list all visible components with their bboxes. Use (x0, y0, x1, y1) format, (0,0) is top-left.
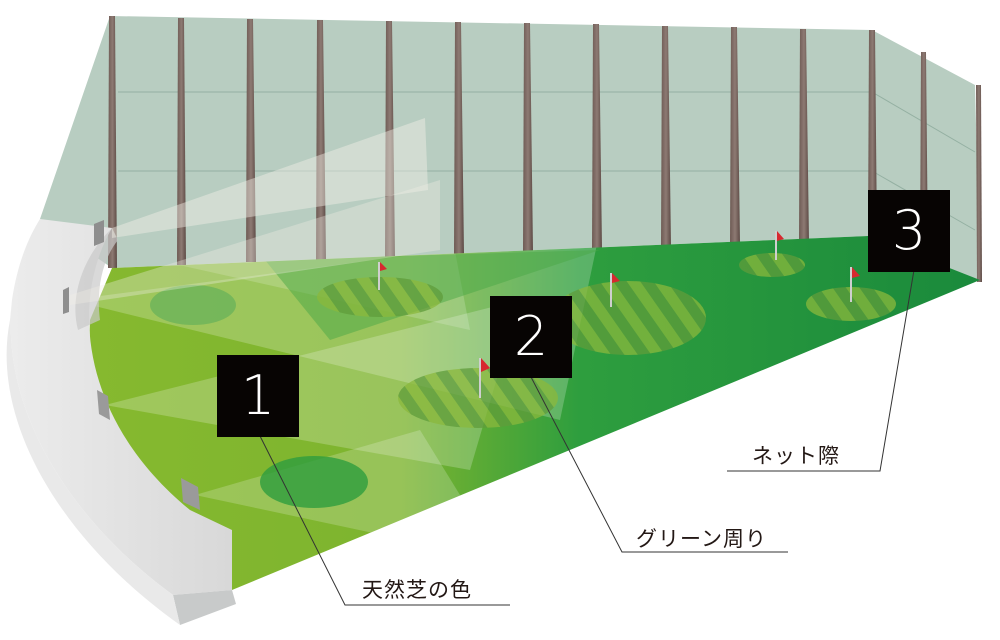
callout-badge-3: 3 (868, 190, 950, 272)
callout-label-natural-turf: 天然芝の色 (362, 578, 472, 602)
leader-line-1 (259, 435, 510, 606)
floodlight (181, 478, 200, 510)
turf-patch (260, 456, 368, 508)
callout-label-near-net: ネット際 (752, 444, 840, 468)
green (317, 277, 443, 317)
green (739, 253, 805, 277)
green (398, 368, 558, 428)
flag-icon (775, 231, 784, 260)
green (550, 281, 706, 355)
callout-badge-1: 1 (217, 355, 299, 437)
leader-lines (259, 269, 915, 606)
flag-icon (610, 273, 620, 307)
turf-patch (150, 285, 236, 325)
floodlight (63, 287, 69, 314)
leader-line-2 (530, 376, 788, 553)
floodlights (63, 118, 440, 510)
leader-line-3 (727, 269, 915, 472)
green (806, 287, 896, 321)
flag-icon (850, 267, 860, 302)
floodlight (97, 390, 110, 420)
putting-greens (317, 231, 896, 428)
flag-icon (479, 358, 490, 398)
callout-label-around-green: グリーン周り (636, 527, 767, 551)
callout-badge-2: 2 (490, 296, 572, 378)
net-poles (108, 16, 982, 282)
floodlight (94, 220, 104, 246)
flag-icon (378, 262, 387, 290)
